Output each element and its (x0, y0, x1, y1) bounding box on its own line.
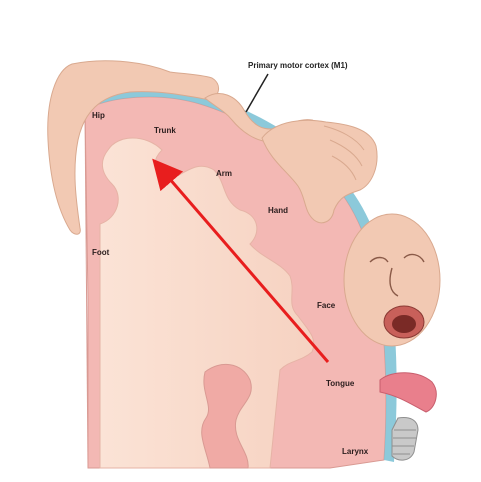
label-larynx: Larynx (342, 447, 369, 456)
label-trunk: Trunk (154, 126, 176, 135)
mouth-inner (392, 315, 416, 333)
label-hip: Hip (92, 111, 105, 120)
label-tongue: Tongue (326, 379, 355, 388)
label-hand: Hand (268, 206, 288, 215)
label-foot: Foot (92, 248, 110, 257)
label-face: Face (317, 301, 336, 310)
label-primary-motor-cortex: Primary motor cortex (M1) (248, 61, 348, 70)
title-leader-line (246, 74, 268, 112)
label-arm: Arm (216, 169, 232, 178)
